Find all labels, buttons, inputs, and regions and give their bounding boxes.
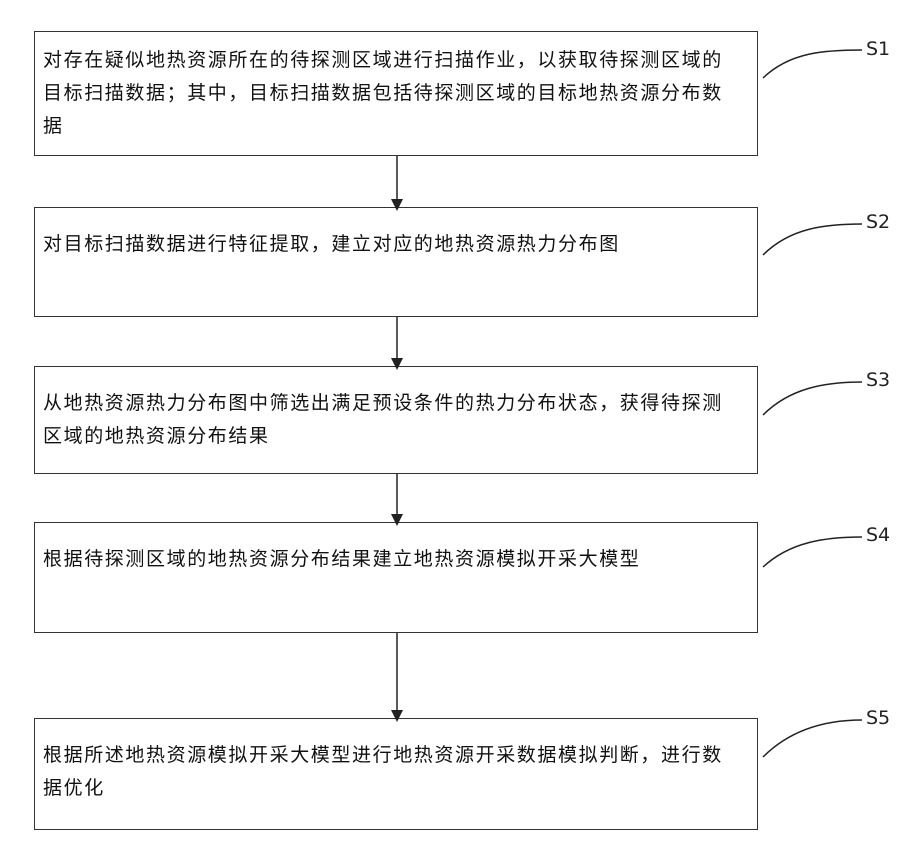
leader-s3	[763, 382, 862, 415]
leader-s2	[763, 224, 862, 255]
leader-s1	[763, 50, 862, 78]
leader-s4	[763, 537, 862, 567]
leader-s5	[763, 720, 862, 757]
